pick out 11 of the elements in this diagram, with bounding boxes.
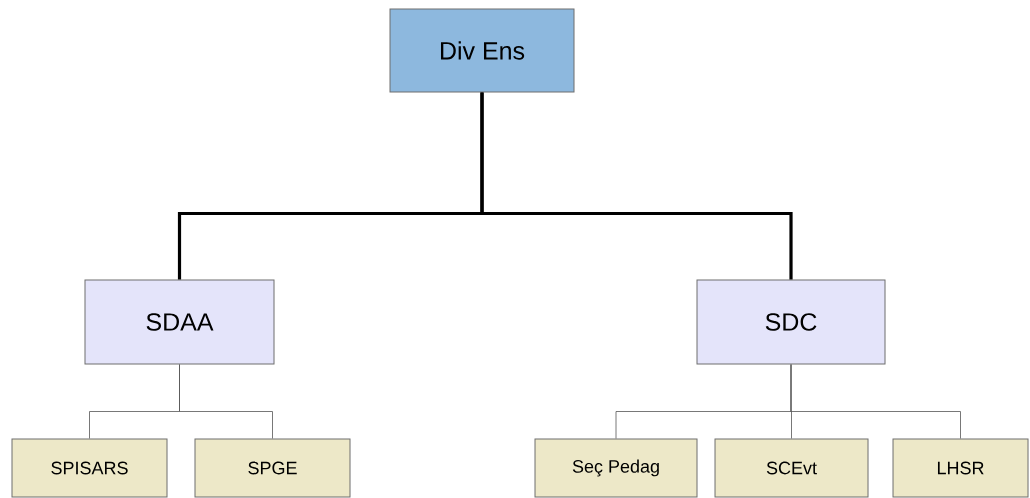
section-box: SPGE <box>194 438 351 498</box>
section-box: SPISARS <box>11 438 168 498</box>
department-box: Div Ens <box>389 8 575 93</box>
section-box: Seç Pedag <box>534 438 698 498</box>
section-box: LHSR <box>892 438 1029 498</box>
unit-box: SDAA <box>84 279 275 365</box>
connector-line <box>790 364 961 439</box>
section-box: SCEvt <box>714 438 869 498</box>
connector-line <box>480 92 793 280</box>
connector-line <box>179 364 273 439</box>
unit-box: SDC <box>696 279 886 365</box>
